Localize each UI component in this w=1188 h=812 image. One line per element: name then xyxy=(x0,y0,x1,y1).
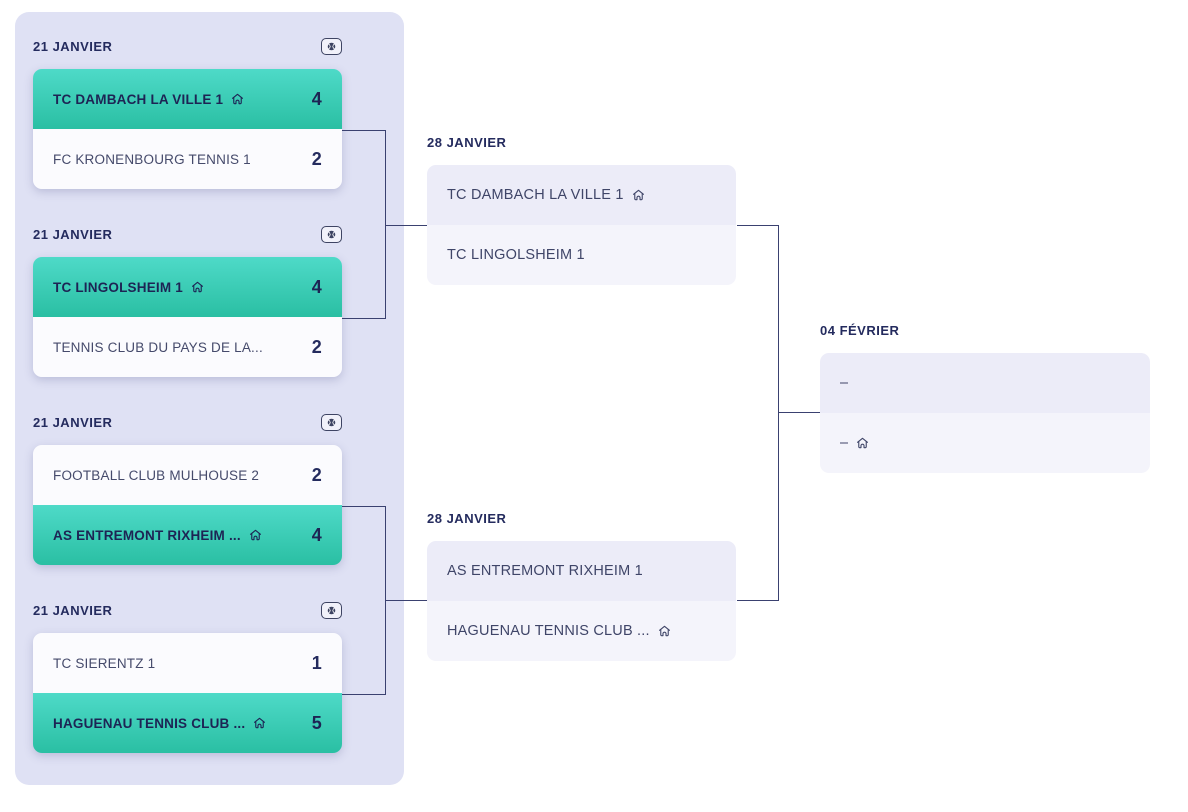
team-name: AS ENTREMONT RIXHEIM 1 xyxy=(447,563,643,579)
match-header: 28 JANVIER xyxy=(427,509,736,527)
team-name: TC LINGOLSHEIM 1 xyxy=(53,279,183,295)
team-row[interactable]: – xyxy=(820,353,1150,413)
team-row[interactable]: FOOTBALL CLUB MULHOUSE 2 2 xyxy=(33,445,342,505)
team-score: 1 xyxy=(311,652,322,673)
match-date: 04 FÉVRIER xyxy=(820,322,900,338)
home-icon xyxy=(631,188,646,202)
match-card: 28 JANVIER TC DAMBACH LA VILLE 1 TC LING… xyxy=(427,133,736,285)
bracket-connector xyxy=(737,225,779,226)
match-card: 21 JANVIER TC SIERENTZ 1 1 HAGUENAU TENN… xyxy=(33,601,342,753)
team-name: TC DAMBACH LA VILLE 1 xyxy=(53,91,224,107)
team-name-placeholder: – xyxy=(840,375,849,391)
team-score: 2 xyxy=(311,148,322,169)
team-score: 4 xyxy=(311,276,322,297)
team-name: TC DAMBACH LA VILLE 1 xyxy=(447,187,624,203)
bracket-connector xyxy=(342,694,386,695)
team-name: TENNIS CLUB DU PAYS DE LA... xyxy=(53,339,263,355)
home-icon xyxy=(855,436,870,450)
team-score: 4 xyxy=(311,524,322,545)
match-card: 21 JANVIER TC DAMBACH LA VILLE 1 4 FC KR… xyxy=(33,37,342,189)
team-row[interactable]: TC SIERENTZ 1 1 xyxy=(33,633,342,693)
match-header: 28 JANVIER xyxy=(427,133,736,151)
match-date: 21 JANVIER xyxy=(33,602,113,618)
match-header: 04 FÉVRIER xyxy=(820,321,1150,339)
team-score: 2 xyxy=(311,464,322,485)
home-icon xyxy=(252,716,267,730)
team-name: FC KRONENBOURG TENNIS 1 xyxy=(53,151,251,167)
match-date: 21 JANVIER xyxy=(33,226,113,242)
team-score: 5 xyxy=(311,712,322,733)
match-date: 21 JANVIER xyxy=(33,38,113,54)
tennis-ball-icon[interactable] xyxy=(321,413,342,431)
match-card: 21 JANVIER FOOTBALL CLUB MULHOUSE 2 2 AS… xyxy=(33,413,342,565)
bracket-connector xyxy=(778,225,779,601)
tennis-ball-icon[interactable] xyxy=(321,601,342,619)
bracket-connector xyxy=(386,225,427,226)
team-row[interactable]: FC KRONENBOURG TENNIS 1 2 xyxy=(33,129,342,189)
bracket-connector xyxy=(386,600,427,601)
home-icon xyxy=(190,280,205,294)
team-name: TC LINGOLSHEIM 1 xyxy=(447,247,585,263)
home-icon xyxy=(230,92,245,106)
match-date: 21 JANVIER xyxy=(33,414,113,430)
team-name-placeholder: – xyxy=(840,435,849,451)
bracket-connector xyxy=(779,412,820,413)
match-header: 21 JANVIER xyxy=(33,37,342,55)
team-row[interactable]: AS ENTREMONT RIXHEIM 1 xyxy=(427,541,736,601)
match-card-final: 04 FÉVRIER – – xyxy=(820,321,1150,473)
team-row[interactable]: HAGUENAU TENNIS CLUB ... xyxy=(427,601,736,661)
team-row[interactable]: HAGUENAU TENNIS CLUB ... 5 xyxy=(33,693,342,753)
bracket-connector xyxy=(737,600,779,601)
team-row[interactable]: TC DAMBACH LA VILLE 1 xyxy=(427,165,736,225)
team-name: TC SIERENTZ 1 xyxy=(53,655,156,671)
match-date: 28 JANVIER xyxy=(427,134,507,150)
home-icon xyxy=(657,624,672,638)
team-name: AS ENTREMONT RIXHEIM ... xyxy=(53,527,241,543)
tennis-ball-icon[interactable] xyxy=(321,225,342,243)
team-row[interactable]: TC DAMBACH LA VILLE 1 4 xyxy=(33,69,342,129)
team-score: 4 xyxy=(311,88,322,109)
team-name: HAGUENAU TENNIS CLUB ... xyxy=(53,715,246,731)
bracket-connector xyxy=(342,130,386,131)
match-card: 28 JANVIER AS ENTREMONT RIXHEIM 1 HAGUEN… xyxy=(427,509,736,661)
match-header: 21 JANVIER xyxy=(33,413,342,431)
home-icon xyxy=(248,528,263,542)
team-row[interactable]: TENNIS CLUB DU PAYS DE LA... 2 xyxy=(33,317,342,377)
team-row[interactable]: TC LINGOLSHEIM 1 4 xyxy=(33,257,342,317)
team-row[interactable]: TC LINGOLSHEIM 1 xyxy=(427,225,736,285)
team-name: HAGUENAU TENNIS CLUB ... xyxy=(447,623,650,639)
team-score: 2 xyxy=(311,336,322,357)
bracket-connector xyxy=(385,506,386,695)
match-date: 28 JANVIER xyxy=(427,510,507,526)
team-row[interactable]: – xyxy=(820,413,1150,473)
match-header: 21 JANVIER xyxy=(33,225,342,243)
team-name: FOOTBALL CLUB MULHOUSE 2 xyxy=(53,467,260,483)
bracket-connector xyxy=(385,130,386,319)
match-card: 21 JANVIER TC LINGOLSHEIM 1 4 TENNIS CLU… xyxy=(33,225,342,377)
tennis-ball-icon[interactable] xyxy=(321,37,342,55)
bracket-connector xyxy=(342,506,386,507)
bracket-connector xyxy=(342,318,386,319)
match-header: 21 JANVIER xyxy=(33,601,342,619)
team-row[interactable]: AS ENTREMONT RIXHEIM ... 4 xyxy=(33,505,342,565)
